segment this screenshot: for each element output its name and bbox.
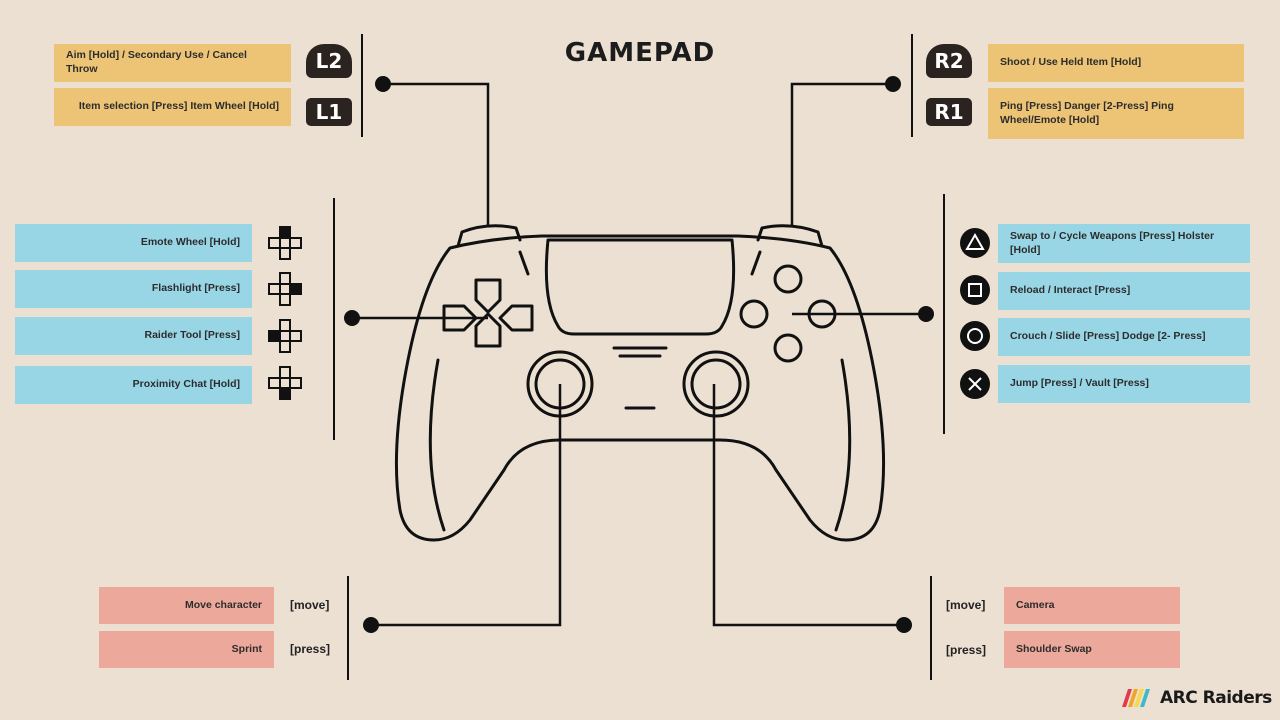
right-stick-press-label: Shoulder Swap [1004,631,1180,668]
left-stick-move-label: Move character [99,587,274,624]
circle-action-label: Crouch / Slide [Press] Dodge [2- Press] [998,318,1250,356]
right-stick-press-input: [press] [946,643,987,657]
dpad-up-label: Emote Wheel [Hold] [15,224,252,262]
dpad-right-icon [268,272,302,306]
square-button-icon [959,274,991,306]
divider [911,34,913,137]
r1-action-label: Ping [Press] Danger [2-Press] Ping Wheel… [988,88,1244,139]
l1-button-icon: L1 [306,98,352,126]
logo-text: ARC Raiders [1160,688,1272,708]
dpad-right-label: Flashlight [Press] [15,270,252,308]
divider [361,34,363,137]
left-stick-move-input: [move] [290,598,330,612]
divider [347,576,349,680]
cross-button-icon [959,368,991,400]
l2-button-icon: L2 [306,44,352,78]
divider [943,194,945,434]
left-stick-press-label: Sprint [99,631,274,668]
page-title: GAMEPAD [564,38,716,68]
square-action-label: Reload / Interact [Press] [998,272,1250,310]
triangle-action-label: Swap to / Cycle Weapons [Press] Holster … [998,224,1250,263]
arc-raiders-logo: ARC Raiders [1122,688,1272,708]
right-stick-move-label: Camera [1004,587,1180,624]
l1-action-label: Item selection [Press] Item Wheel [Hold] [54,88,291,126]
dpad-left-label: Raider Tool [Press] [15,317,252,355]
logo-stripes-icon [1122,689,1150,707]
l2-action-label: Aim [Hold] / Secondary Use / Cancel Thro… [54,44,291,82]
dpad-down-icon [268,366,302,400]
cross-action-label: Jump [Press] / Vault [Press] [998,365,1250,403]
r1-button-icon: R1 [926,98,972,126]
divider [333,198,335,440]
r2-action-label: Shoot / Use Held Item [Hold] [988,44,1244,82]
dpad-left-icon [268,319,302,353]
dpad-down-label: Proximity Chat [Hold] [15,366,252,404]
right-stick-move-input: [move] [946,598,986,612]
dpad-up-icon [268,226,302,260]
r2-button-icon: R2 [926,44,972,78]
circle-button-icon [959,320,991,352]
triangle-button-icon [959,227,991,259]
left-stick-press-input: [press] [290,642,331,656]
divider [930,576,932,680]
